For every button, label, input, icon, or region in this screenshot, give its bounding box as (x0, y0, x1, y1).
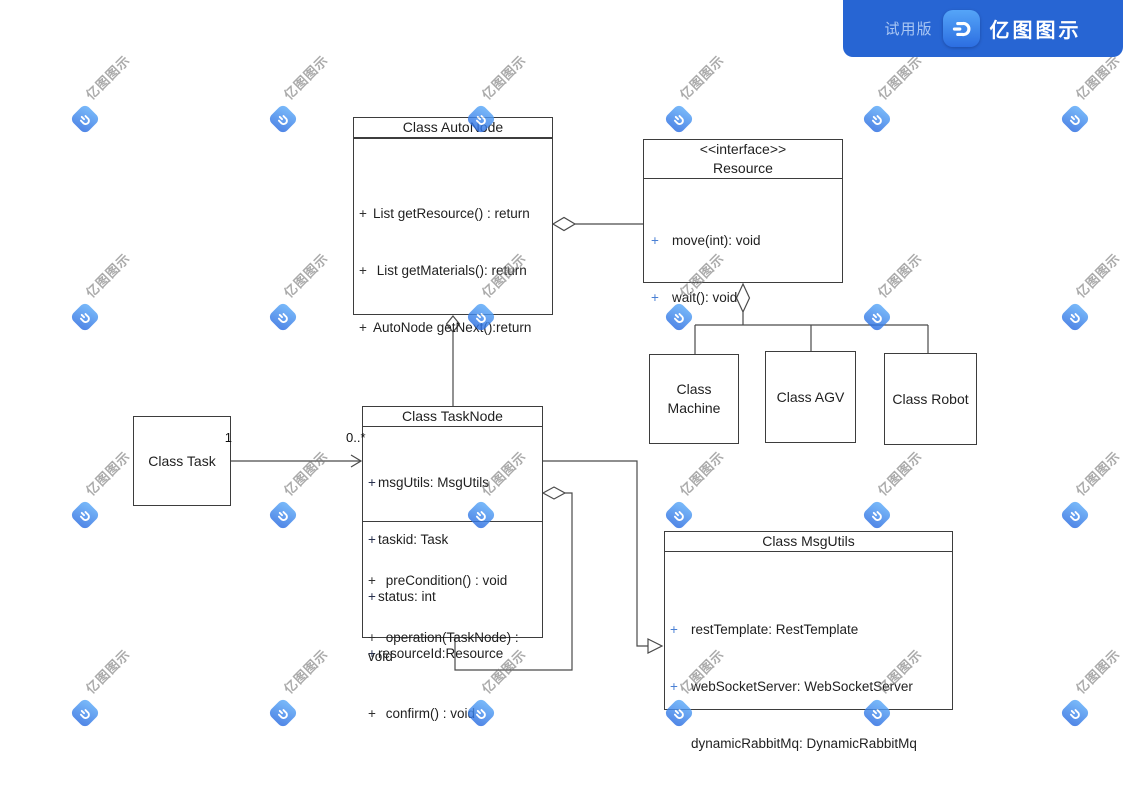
connector-autonode-aggregates-resource[interactable] (551, 216, 643, 232)
class-box-msgutils[interactable]: Class MsgUtils +restTemplate: RestTempla… (664, 531, 953, 751)
method-line: +move(int): void (651, 233, 761, 248)
class-title: Class AGV (776, 388, 845, 405)
connector-task-tasknode-association[interactable] (231, 454, 363, 468)
multiplicity-label-zero-many: 0..* (346, 430, 366, 445)
brand-name: 亿图图示 (989, 20, 1082, 42)
attribute-line: +msgUtils: MsgUtils (368, 475, 490, 490)
class-title: Class AutoNode (402, 119, 504, 135)
method-line: + operation(TaskNode) : void (368, 630, 523, 664)
class-title: Class Robot (892, 390, 969, 407)
interface-name: Resource (713, 160, 773, 176)
stereotype-label: <<interface>> (699, 141, 787, 157)
class-box-task[interactable]: Class Task (133, 416, 231, 506)
trial-version-label: 试用版 (884, 21, 933, 38)
connector-autonode-aggregates-tasknode[interactable] (445, 315, 461, 406)
attribute-line: +taskid: Task (368, 532, 449, 547)
class-box-agv[interactable]: Class AGV (765, 351, 856, 443)
multiplicity-label-one: 1 (224, 430, 232, 445)
method-line: +AutoNode getNext():return (359, 320, 532, 335)
class-box-resource-interface[interactable]: <<interface>> Resource +move(int): void … (643, 139, 843, 305)
method-line: + List getMaterials(): return (359, 263, 527, 278)
method-line: + preCondition() : void (368, 573, 508, 588)
attribute-line: +webSocketServer: WebSocketServer (670, 679, 913, 694)
methods-compartment: +List getResource() : return + List getM… (354, 138, 552, 375)
attribute-line: +resourceId:Resource (368, 646, 504, 661)
class-box-tasknode[interactable]: Class TaskNode +msgUtils: MsgUtils +task… (362, 406, 543, 721)
class-box-machine[interactable]: Class Machine (649, 354, 739, 444)
methods-compartment: + preCondition() : void + operation(Task… (363, 521, 542, 761)
attribute-line: dynamicRabbitMq: DynamicRabbitMq (691, 736, 917, 751)
trial-banner[interactable]: 试用版 亿图图示 (843, 0, 1123, 57)
attributes-compartment: +msgUtils: MsgUtils +taskid: Task +statu… (363, 426, 542, 661)
method-line: + confirm() : void (368, 706, 476, 721)
edraw-logo-icon (942, 10, 980, 47)
class-title: Class MsgUtils (762, 533, 855, 549)
connector-tasknode-msgutils[interactable] (543, 460, 664, 654)
connector-resource-aggregates-children[interactable] (694, 282, 929, 354)
connector-tasknode-self-aggregation[interactable] (454, 486, 573, 671)
attribute-line: +restTemplate: RestTemplate (670, 622, 859, 637)
methods-compartment: +move(int): void +wait(): void (644, 178, 842, 345)
attributes-compartment: +restTemplate: RestTemplate +webSocketSe… (665, 551, 952, 791)
attribute-line: +status: int (368, 589, 436, 604)
class-title: Class Machine (667, 381, 721, 416)
class-box-autonode[interactable]: Class AutoNode +List getResource() : ret… (353, 117, 553, 335)
class-title: Class Task (148, 452, 216, 469)
class-title: Class TaskNode (402, 408, 503, 424)
attributes-compartment (354, 137, 552, 138)
class-box-robot[interactable]: Class Robot (884, 353, 977, 445)
class-title: <<interface>> Resource (644, 140, 842, 178)
method-line: +List getResource() : return (359, 206, 530, 221)
method-line: +wait(): void (651, 290, 738, 305)
